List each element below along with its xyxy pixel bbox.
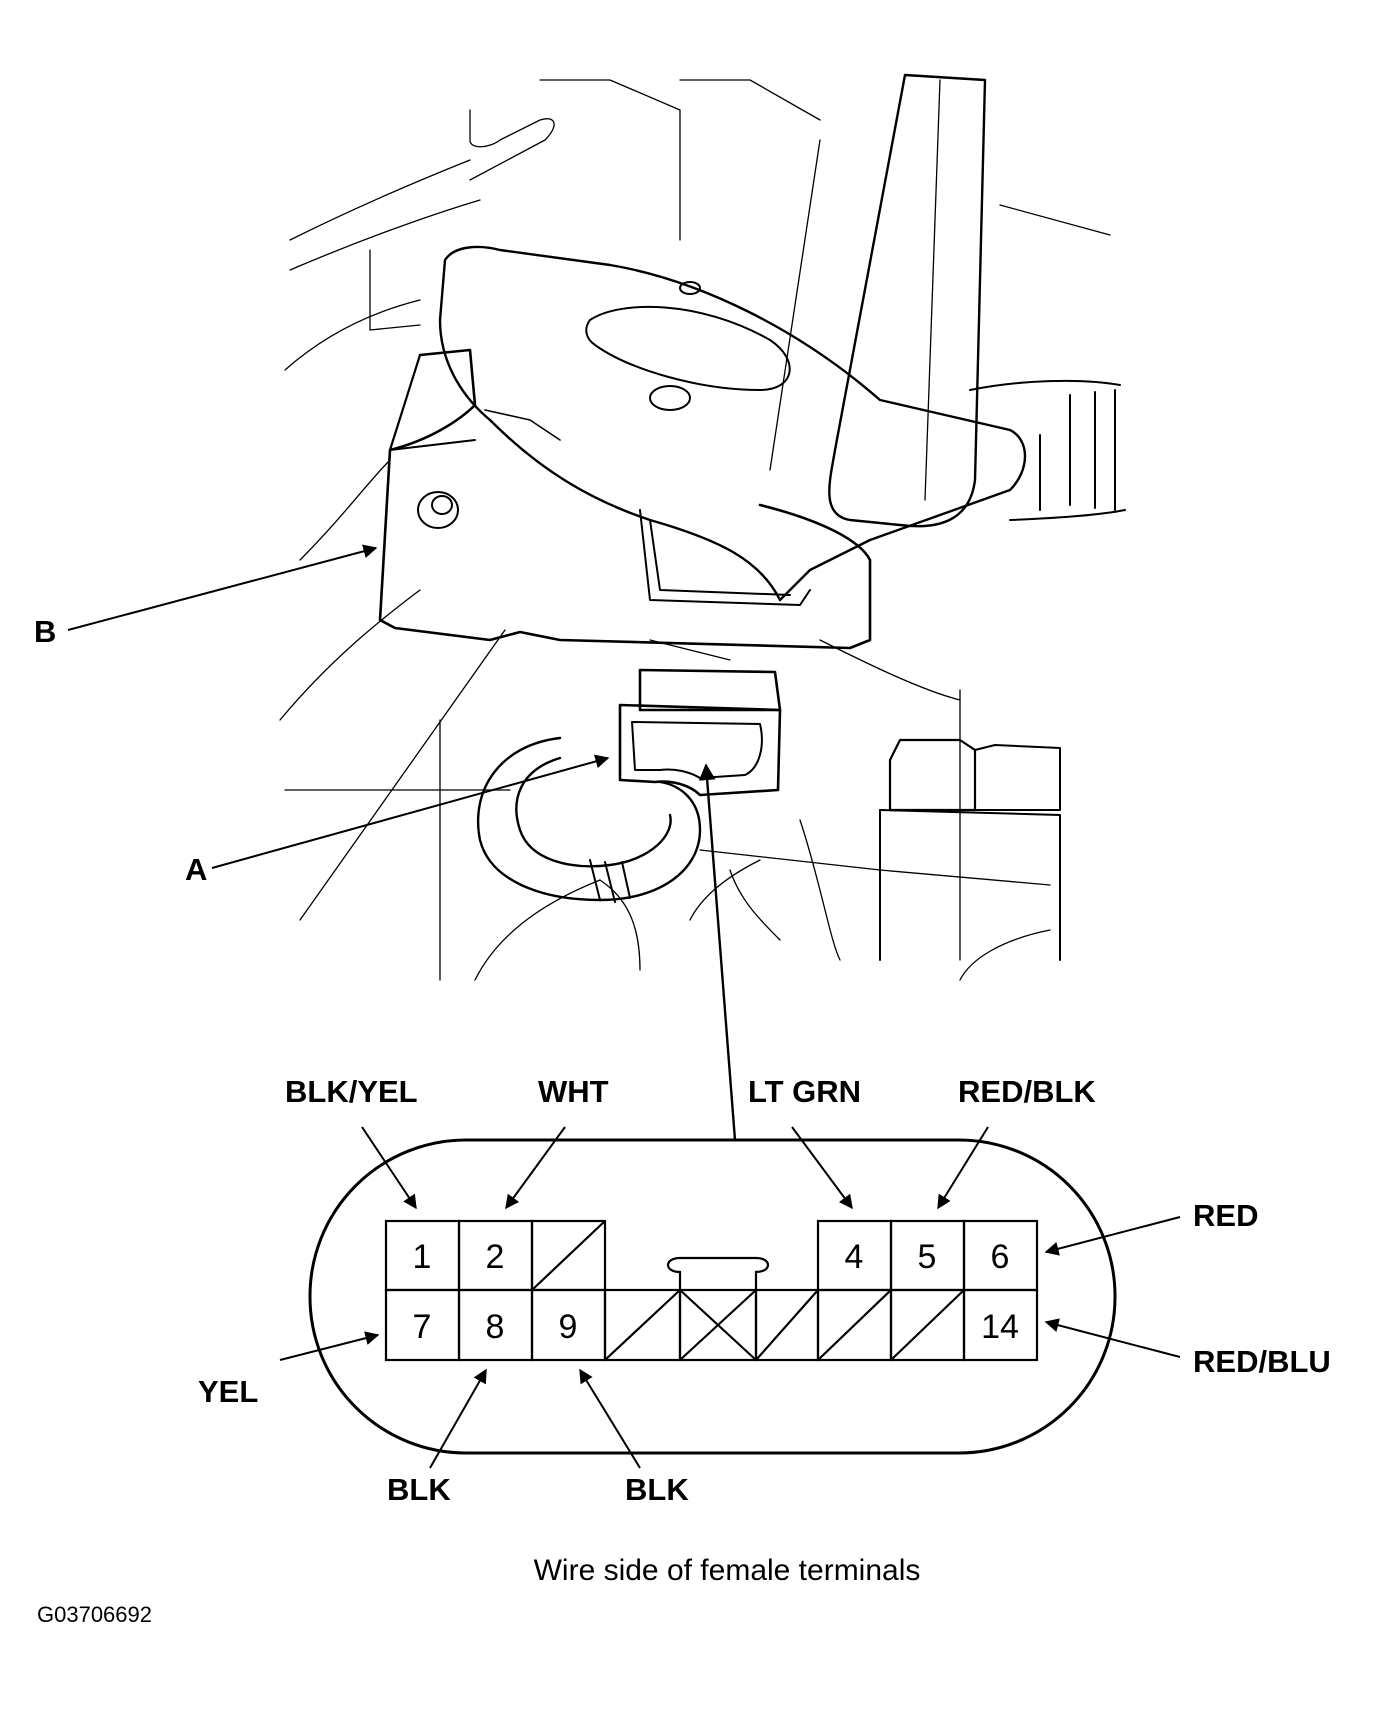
figure-id: G03706692	[37, 1602, 152, 1627]
terminal-14: 14	[981, 1308, 1019, 1346]
wire-label-blk-8: BLK	[387, 1472, 451, 1507]
terminal-6: 6	[991, 1238, 1010, 1276]
terminal-7: 7	[413, 1308, 432, 1346]
callout-b: B	[34, 544, 378, 649]
caption: Wire side of female terminals	[534, 1554, 921, 1587]
wire-label-wht: WHT	[538, 1074, 609, 1109]
terminal-5: 5	[918, 1238, 937, 1276]
wire-label-blk-9: BLK	[625, 1472, 689, 1507]
wire-labels	[279, 1126, 1181, 1469]
wire-label-blk-yel: BLK/YEL	[285, 1074, 418, 1109]
dashboard-illustration	[279, 73, 1126, 981]
terminal-9: 9	[559, 1308, 578, 1346]
terminal-1: 1	[413, 1238, 432, 1276]
callout-a: A	[185, 754, 610, 887]
wire-label-lt-grn: LT GRN	[748, 1074, 861, 1109]
wire-label-red: RED	[1193, 1198, 1258, 1233]
callout-b-label: B	[34, 614, 56, 649]
wire-label-red-blu: RED/BLU	[1193, 1344, 1331, 1379]
wire-label-yel: YEL	[198, 1374, 258, 1409]
terminal-2: 2	[486, 1238, 505, 1276]
wire-label-red-blk: RED/BLK	[958, 1074, 1096, 1109]
connector-pointer-line	[698, 763, 737, 1141]
connector-pinout: 1 2 4 5 6 7 8 9 14	[308, 1138, 1117, 1455]
terminal-8: 8	[486, 1308, 505, 1346]
callout-a-label: A	[185, 852, 207, 887]
terminal-4: 4	[845, 1238, 864, 1276]
